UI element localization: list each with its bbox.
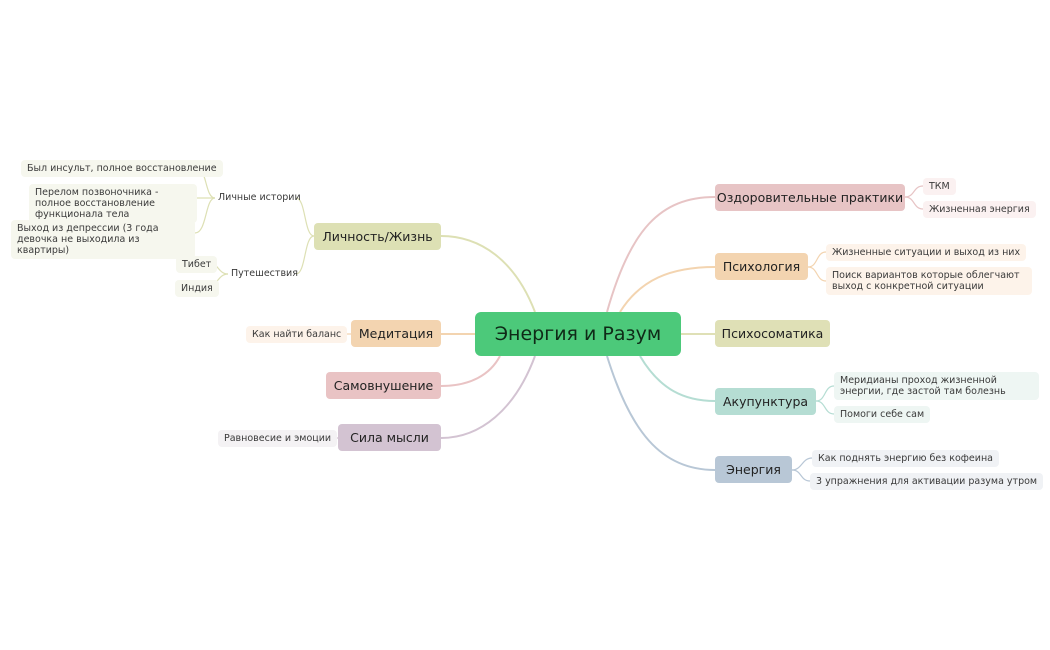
connector-line: [194, 197, 216, 234]
topic-health-practices[interactable]: Оздоровительные практики: [715, 184, 905, 211]
topic-psychosomatics[interactable]: Психосоматика: [715, 320, 830, 347]
topic-energy[interactable]: Энергия: [715, 456, 792, 483]
connector-line: [440, 355, 501, 387]
topic-acupuncture[interactable]: Акупунктура: [715, 388, 816, 415]
leaf-find-balance[interactable]: Как найти баланс: [246, 326, 348, 343]
connector-line: [791, 469, 811, 482]
topic-power-of-thought[interactable]: Сила мысли: [338, 424, 441, 451]
leaf-search-options[interactable]: Поиск вариантов которые облегчают выход …: [826, 267, 1032, 295]
subtopic-travel[interactable]: Путешествия: [231, 268, 298, 279]
connector-line: [440, 355, 536, 439]
connector-line: [904, 196, 924, 210]
connector-line: [606, 355, 716, 471]
leaf-depression-exit[interactable]: Выход из депрессии (3 года девочка не вы…: [11, 220, 195, 259]
leaf-tkm[interactable]: ТКМ: [923, 178, 956, 195]
leaf-energy-without-caffeine[interactable]: Как поднять энергию без кофеина: [812, 450, 999, 467]
leaf-life-energy[interactable]: Жизненная энергия: [923, 201, 1036, 218]
leaf-balance-emotions[interactable]: Равновесие и эмоции: [218, 430, 338, 447]
connector-line: [639, 355, 716, 402]
connector-line: [295, 197, 315, 237]
leaf-help-yourself[interactable]: Помоги себе сам: [834, 406, 931, 423]
connector-line: [295, 235, 315, 275]
connector-line: [440, 235, 536, 313]
topic-personality-life[interactable]: Личность/Жизнь: [314, 223, 441, 250]
leaf-morning-exercises[interactable]: 3 упражнения для активации разума утром: [810, 473, 1044, 490]
leaf-spine-recovery[interactable]: Перелом позвоночника - полное восстановл…: [29, 184, 197, 223]
connector-line: [807, 251, 827, 268]
subtopic-personal-stories[interactable]: Личные истории: [218, 192, 301, 203]
topic-self-suggestion[interactable]: Самовнушение: [326, 372, 441, 399]
connector-line: [815, 400, 835, 415]
topic-meditation[interactable]: Медитация: [351, 320, 441, 347]
connector-line: [904, 185, 924, 198]
connector-line: [619, 266, 716, 313]
topic-psychology[interactable]: Психология: [715, 253, 808, 280]
leaf-india[interactable]: Индия: [175, 280, 219, 297]
leaf-meridians[interactable]: Меридианы проход жизненной энергии, где …: [834, 372, 1039, 400]
connector-line: [815, 385, 835, 402]
connector-line: [606, 196, 716, 313]
leaf-life-situations[interactable]: Жизненные ситуации и выход из них: [826, 244, 1027, 261]
leaf-tibet[interactable]: Тибет: [176, 256, 218, 273]
central-topic[interactable]: Энергия и Разум: [475, 312, 681, 356]
leaf-stroke-recovery[interactable]: Был инсульт, полное восстановление: [21, 160, 223, 177]
connector-line: [807, 266, 827, 282]
connector-line: [791, 457, 813, 471]
